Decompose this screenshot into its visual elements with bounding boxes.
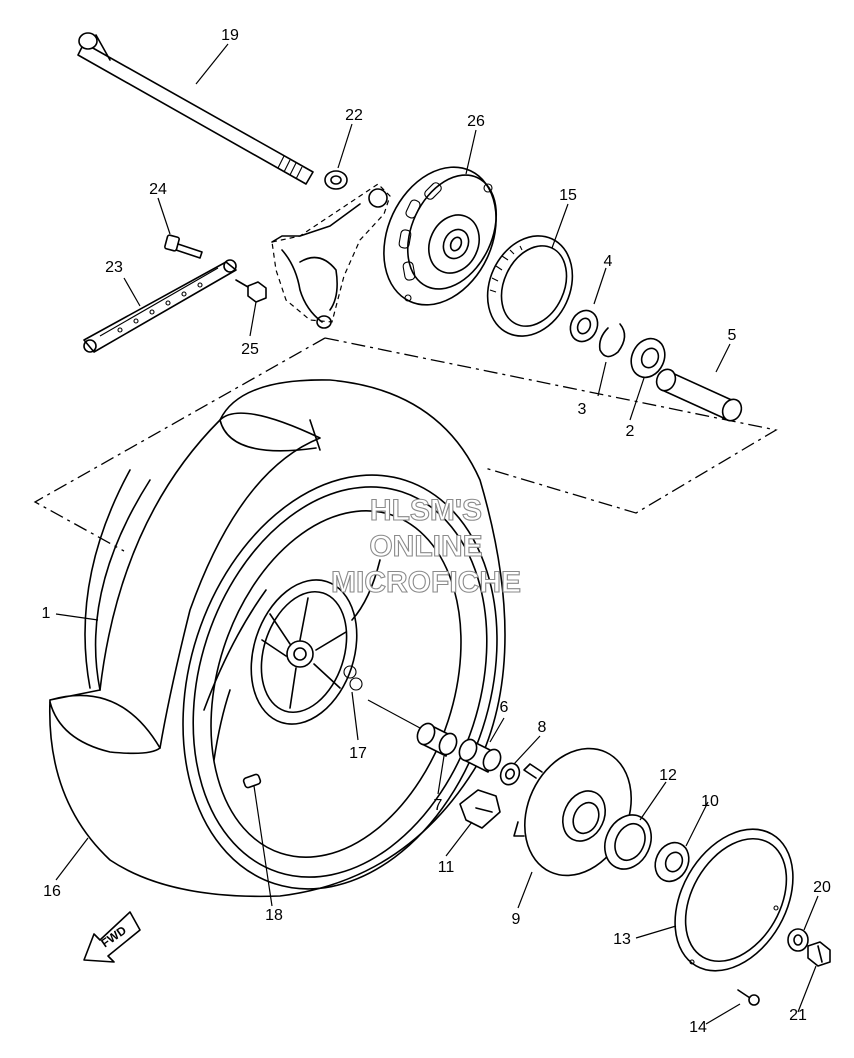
bearing-part-4[interactable] <box>565 306 602 346</box>
callout-22: 22 <box>345 107 363 124</box>
assembly-reference-outline <box>33 337 778 552</box>
watermark-line-3: MICROFICHE <box>331 566 521 599</box>
spacer-part-5[interactable] <box>653 366 745 424</box>
callout-4: 4 <box>604 253 613 270</box>
leader-lines <box>55 43 819 1025</box>
oil-seal-part-12[interactable] <box>596 807 660 876</box>
callout-14: 14 <box>689 1019 707 1036</box>
fwd-arrow-icon: FWD <box>83 911 141 963</box>
callout-17: 17 <box>349 745 367 762</box>
callout-labels: 1 2 3 5 4 15 26 22 19 24 23 25 6 8 7 17 … <box>42 27 831 1036</box>
washer-part-20[interactable] <box>787 928 809 952</box>
callout-15: 15 <box>559 187 577 204</box>
screw-part-14[interactable] <box>737 989 760 1006</box>
bearing-part-6[interactable] <box>456 737 504 774</box>
callout-6: 6 <box>500 699 509 716</box>
callout-18: 18 <box>265 907 283 924</box>
nut-part-21[interactable] <box>807 941 831 967</box>
callout-20: 20 <box>813 879 831 896</box>
callout-3: 3 <box>578 401 587 418</box>
damper-ring-part-15[interactable] <box>472 222 588 350</box>
callout-25: 25 <box>241 341 259 358</box>
callout-16: 16 <box>43 883 61 900</box>
callout-21: 21 <box>789 1007 807 1024</box>
bolt-part-24[interactable] <box>164 234 203 259</box>
tire-part-16[interactable] <box>48 379 506 898</box>
callout-10: 10 <box>701 793 719 810</box>
watermark: HLSM'S ONLINE MICROFICHE <box>330 493 521 599</box>
callout-9: 9 <box>512 911 521 928</box>
collar-part-7[interactable] <box>414 721 460 758</box>
bearing-part-10[interactable] <box>649 837 695 887</box>
callout-2: 2 <box>626 423 635 440</box>
brake-hub-part-26[interactable] <box>362 149 517 323</box>
callout-5: 5 <box>728 327 737 344</box>
callout-13: 13 <box>613 931 631 948</box>
gear-unit-part-11[interactable] <box>459 789 501 829</box>
callout-23: 23 <box>105 259 123 276</box>
tension-bar-part-23[interactable] <box>83 259 237 353</box>
collar-part-22[interactable] <box>324 170 348 190</box>
wheel-rim <box>182 474 498 890</box>
bearing-part-2[interactable] <box>625 333 671 383</box>
watermark-line-2: ONLINE <box>369 530 482 563</box>
oil-seal-part-8[interactable] <box>497 760 523 788</box>
callout-12: 12 <box>659 767 677 784</box>
valve-part-18[interactable] <box>242 773 262 789</box>
axle-part-19[interactable] <box>77 32 314 185</box>
callout-11: 11 <box>438 859 455 876</box>
watermark-line-1: HLSM'S <box>370 494 482 527</box>
cover-ring-part-13[interactable] <box>651 808 817 992</box>
circlip-part-3[interactable] <box>598 323 626 358</box>
callout-19: 19 <box>221 27 239 44</box>
callout-1: 1 <box>42 605 51 622</box>
nut-part-25[interactable] <box>235 279 267 303</box>
callout-24: 24 <box>149 181 167 198</box>
callout-8: 8 <box>538 719 547 736</box>
callout-26: 26 <box>467 113 485 130</box>
callout-7: 7 <box>434 797 443 814</box>
caliper-bracket <box>271 183 391 329</box>
